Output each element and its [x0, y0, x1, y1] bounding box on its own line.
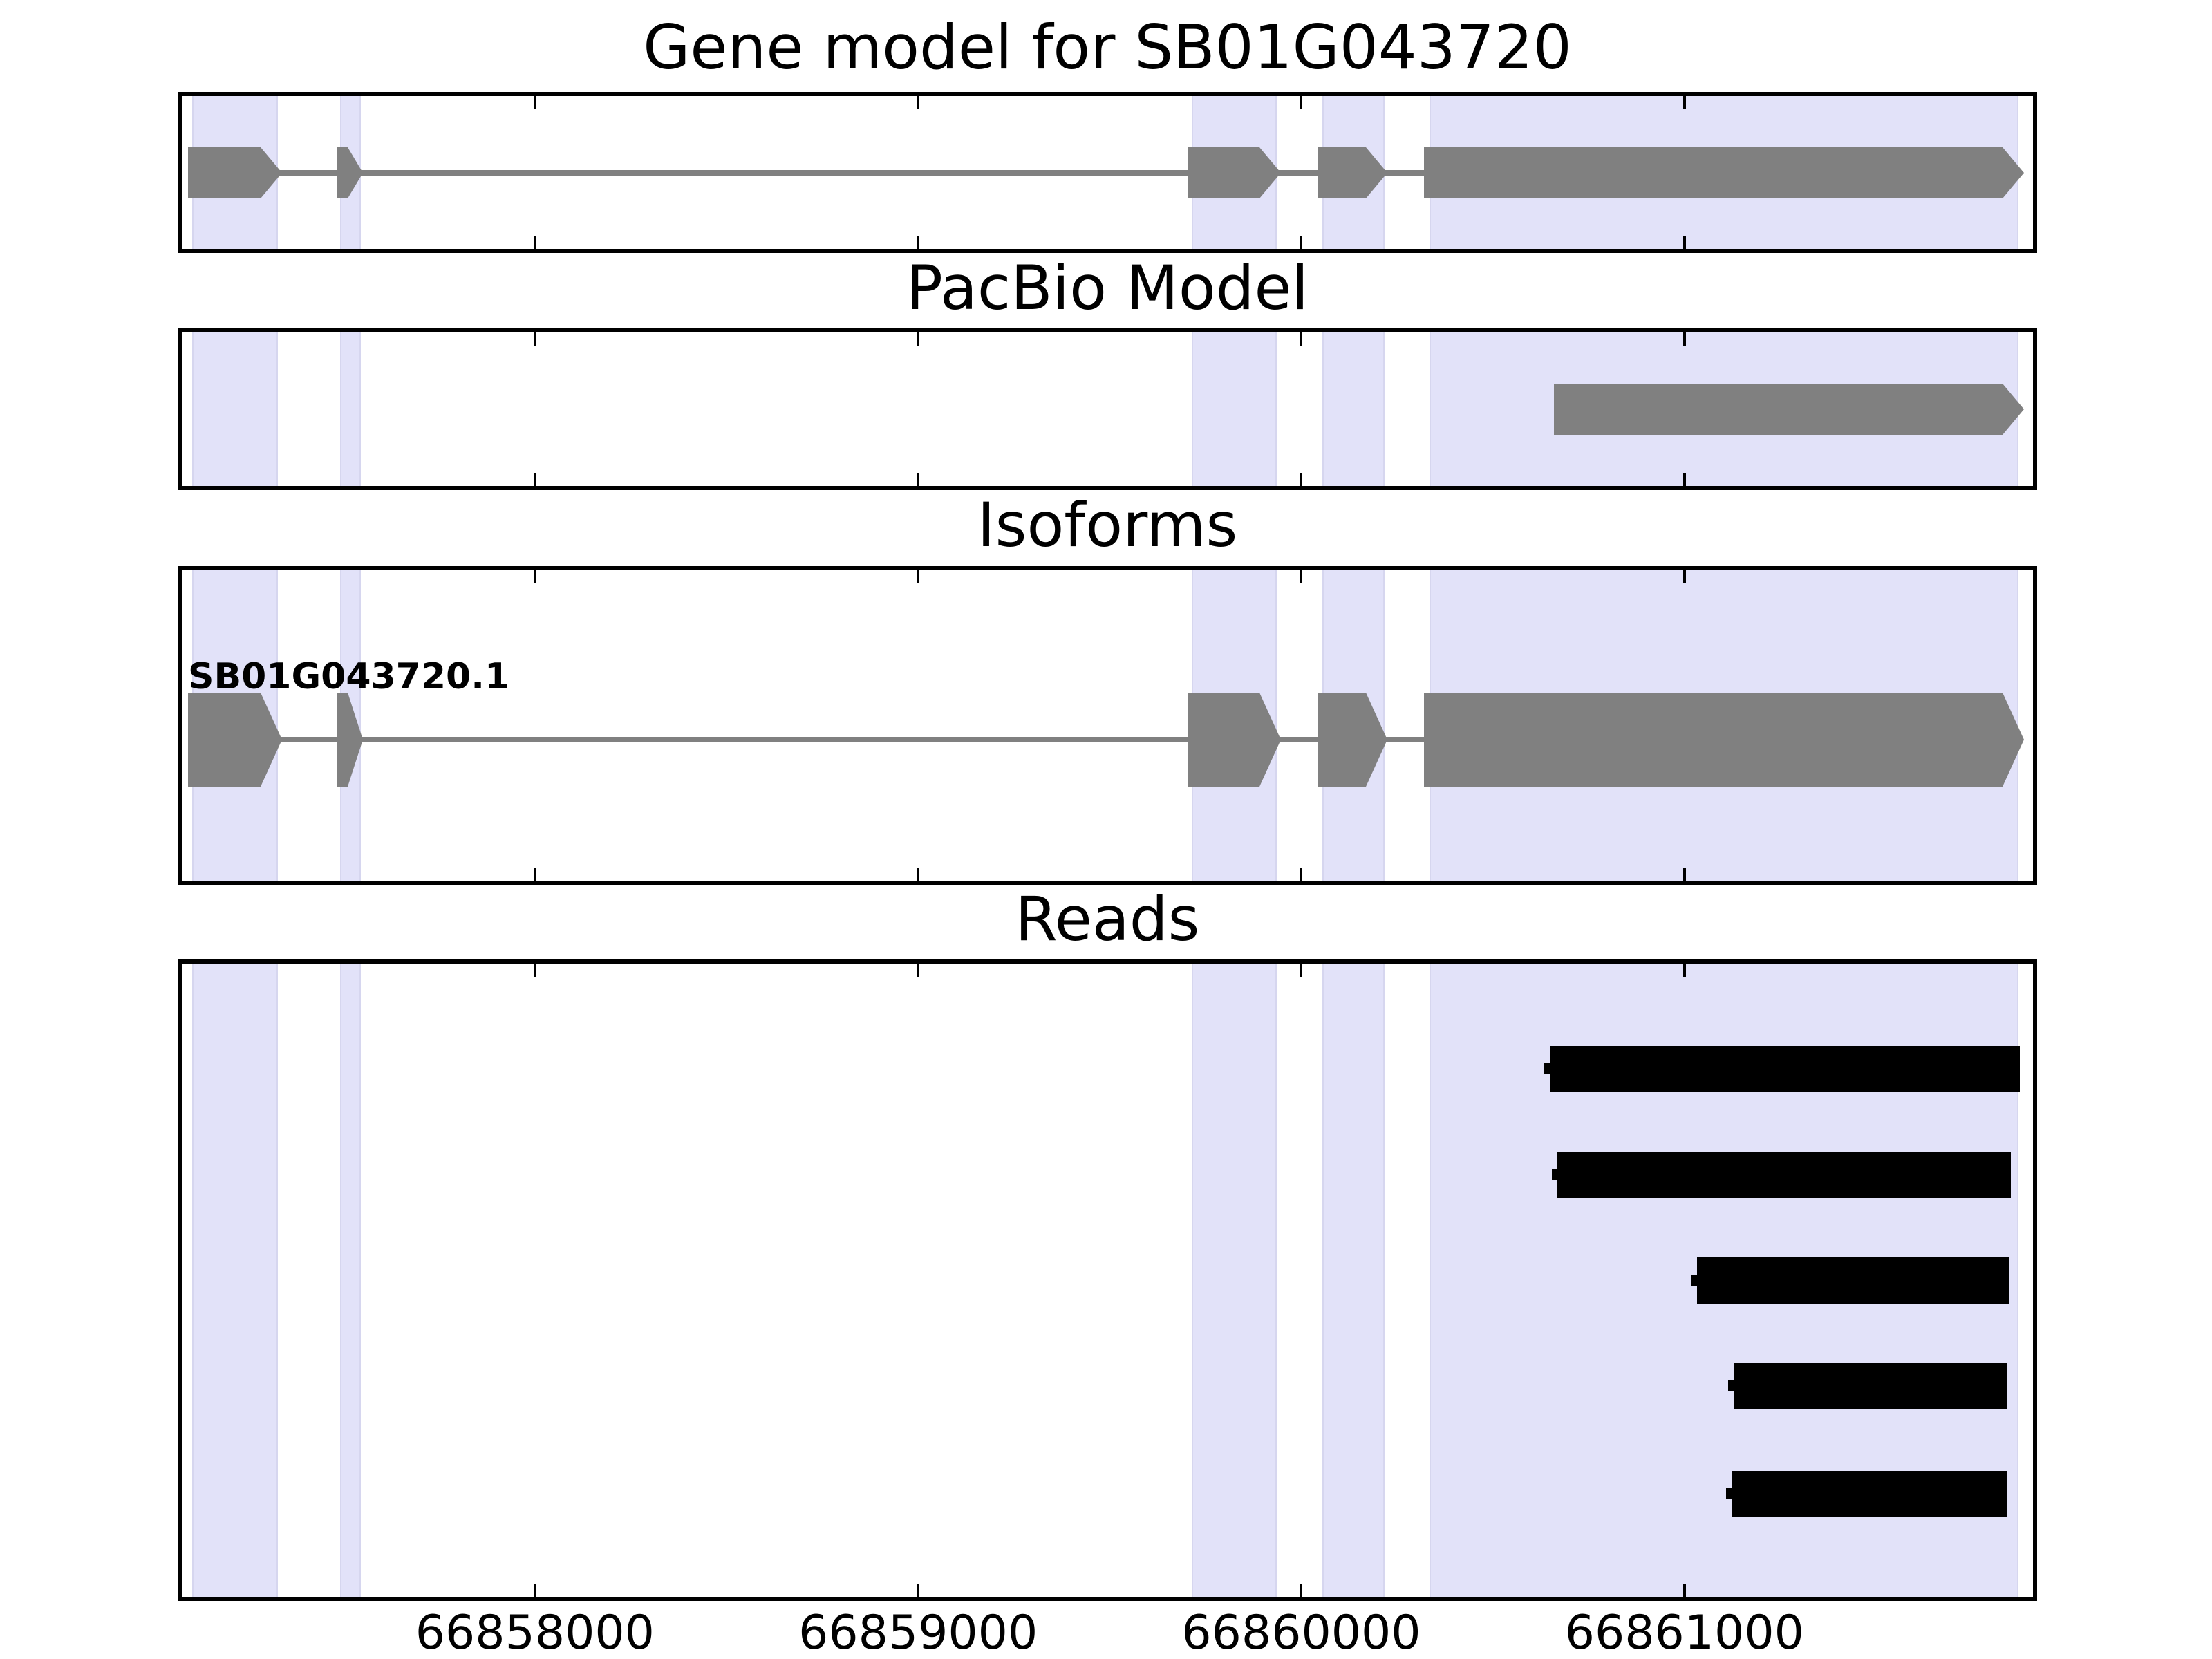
axis-tick [917, 473, 920, 488]
exon-arrow-tip [347, 147, 363, 198]
exon-block [1423, 693, 2003, 787]
read-bar [1549, 1045, 2020, 1092]
axis-tick [917, 962, 920, 977]
exon-block [1423, 147, 2003, 198]
track-title-isoforms: Isoforms [977, 489, 1238, 561]
x-axis-tick-label: 66860000 [1181, 1606, 1421, 1659]
exon-block [1553, 383, 2003, 435]
exon-arrow-tip [347, 693, 363, 787]
axis-tick [1300, 962, 1303, 977]
exon-block [1187, 693, 1259, 787]
highlight-band [1191, 330, 1277, 488]
exon-arrow-tip [261, 147, 282, 198]
read-start-stub [1691, 1275, 1697, 1286]
highlight-band [191, 330, 278, 488]
axis-tick [533, 1584, 536, 1599]
axis-tick [533, 868, 536, 883]
axis-tick [1300, 568, 1303, 583]
read-bar [1557, 1151, 2012, 1198]
axis-tick [917, 868, 920, 883]
axis-tick [1300, 330, 1303, 346]
axis-tick [1683, 94, 1686, 109]
highlight-band [1322, 330, 1385, 488]
track-title-reads: Reads [1015, 883, 1200, 955]
exon-block [1317, 147, 1366, 198]
exon-arrow-tip [2002, 693, 2024, 787]
x-axis-tick-label: 66859000 [798, 1606, 1038, 1659]
read-start-stub [1727, 1380, 1734, 1391]
axis-tick [917, 236, 920, 251]
intron-line [279, 737, 1427, 742]
axis-tick [1300, 236, 1303, 251]
axis-tick [1300, 473, 1303, 488]
read-start-stub [1725, 1488, 1732, 1499]
exon-arrow-tip [1259, 693, 1281, 787]
exon-arrow-tip [2002, 383, 2024, 435]
axis-tick [1683, 962, 1686, 977]
read-start-stub [1551, 1169, 1557, 1180]
axis-tick [917, 1584, 920, 1599]
axis-tick [917, 94, 920, 109]
exon-arrow-tip [1365, 693, 1387, 787]
axis-tick [533, 962, 536, 977]
axis-tick [1683, 868, 1686, 883]
read-start-stub [1544, 1063, 1550, 1074]
axis-tick [917, 330, 920, 346]
highlight-band [339, 962, 361, 1599]
exon-arrow-tip [1365, 147, 1387, 198]
exon-block [336, 147, 348, 198]
track-title-pacbio-model: PacBio Model [906, 252, 1309, 324]
exon-arrow-tip [261, 693, 282, 787]
axis-tick [917, 568, 920, 583]
read-bar [1696, 1257, 2009, 1304]
exon-arrow-tip [2002, 147, 2024, 198]
axis-tick [1683, 568, 1686, 583]
axis-tick [1300, 868, 1303, 883]
highlight-band [339, 330, 361, 488]
isoform-transcript-label: SB01G043720.1 [188, 656, 510, 697]
highlight-band [1191, 962, 1277, 1599]
axis-tick [1683, 236, 1686, 251]
axis-tick [1683, 330, 1686, 346]
read-bar [1733, 1362, 2008, 1409]
exon-block [1187, 147, 1259, 198]
axis-tick [1300, 1584, 1303, 1599]
intron-line [279, 170, 1427, 176]
exon-block [336, 693, 348, 787]
x-axis-tick-label: 66861000 [1564, 1606, 1804, 1659]
track-title-gene-model: Gene model for SB01G043720 [643, 12, 1572, 83]
axis-tick [533, 236, 536, 251]
exon-block [1317, 693, 1366, 787]
axis-tick [533, 94, 536, 109]
exon-block [187, 693, 261, 787]
highlight-band [1322, 962, 1385, 1599]
axis-tick [1683, 1584, 1686, 1599]
highlight-band [191, 962, 278, 1599]
x-axis-tick-label: 66858000 [415, 1606, 655, 1659]
axis-tick [1300, 94, 1303, 109]
axis-tick [533, 330, 536, 346]
read-bar [1731, 1470, 2008, 1517]
axis-tick [533, 568, 536, 583]
exon-arrow-tip [1259, 147, 1281, 198]
axis-tick [1683, 473, 1686, 488]
exon-block [187, 147, 261, 198]
axis-tick [533, 473, 536, 488]
